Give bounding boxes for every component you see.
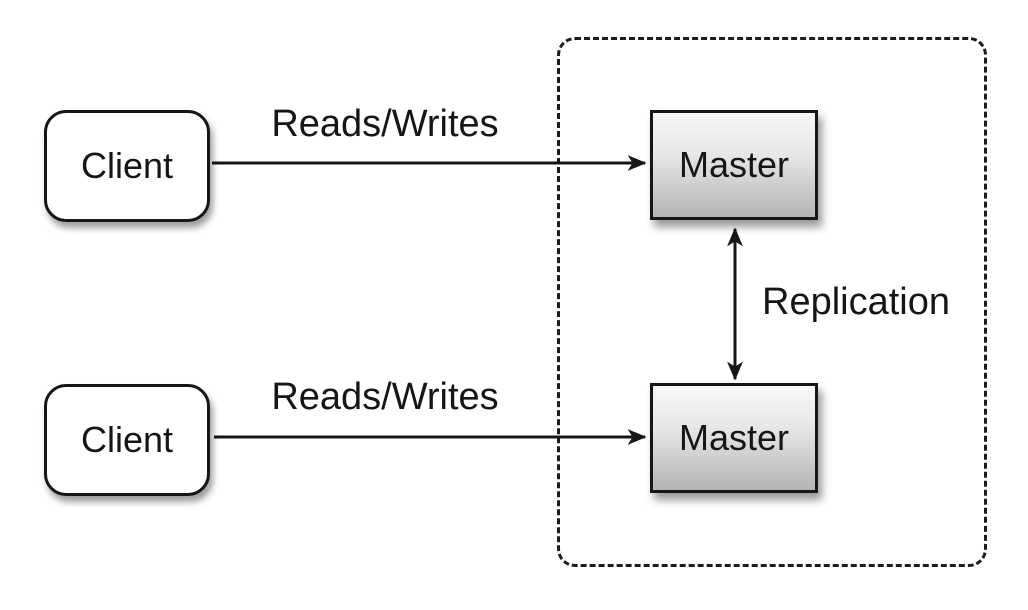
- replication-label: Replication: [762, 281, 950, 323]
- reads-writes-label-bottom: Reads/Writes: [271, 376, 499, 418]
- client-node-bottom-label: Client: [80, 419, 174, 460]
- master-node-bottom-label: Master: [678, 417, 790, 458]
- master-node-bottom: Master: [650, 383, 818, 493]
- reads-writes-label-top: Reads/Writes: [271, 103, 499, 145]
- master-cluster-dashed-border: [557, 37, 987, 567]
- master-node-top-label: Master: [678, 144, 790, 185]
- client-node-top: Client: [44, 110, 210, 222]
- client-node-bottom: Client: [44, 384, 210, 496]
- client-node-top-label: Client: [80, 145, 174, 186]
- master-node-top: Master: [650, 110, 818, 220]
